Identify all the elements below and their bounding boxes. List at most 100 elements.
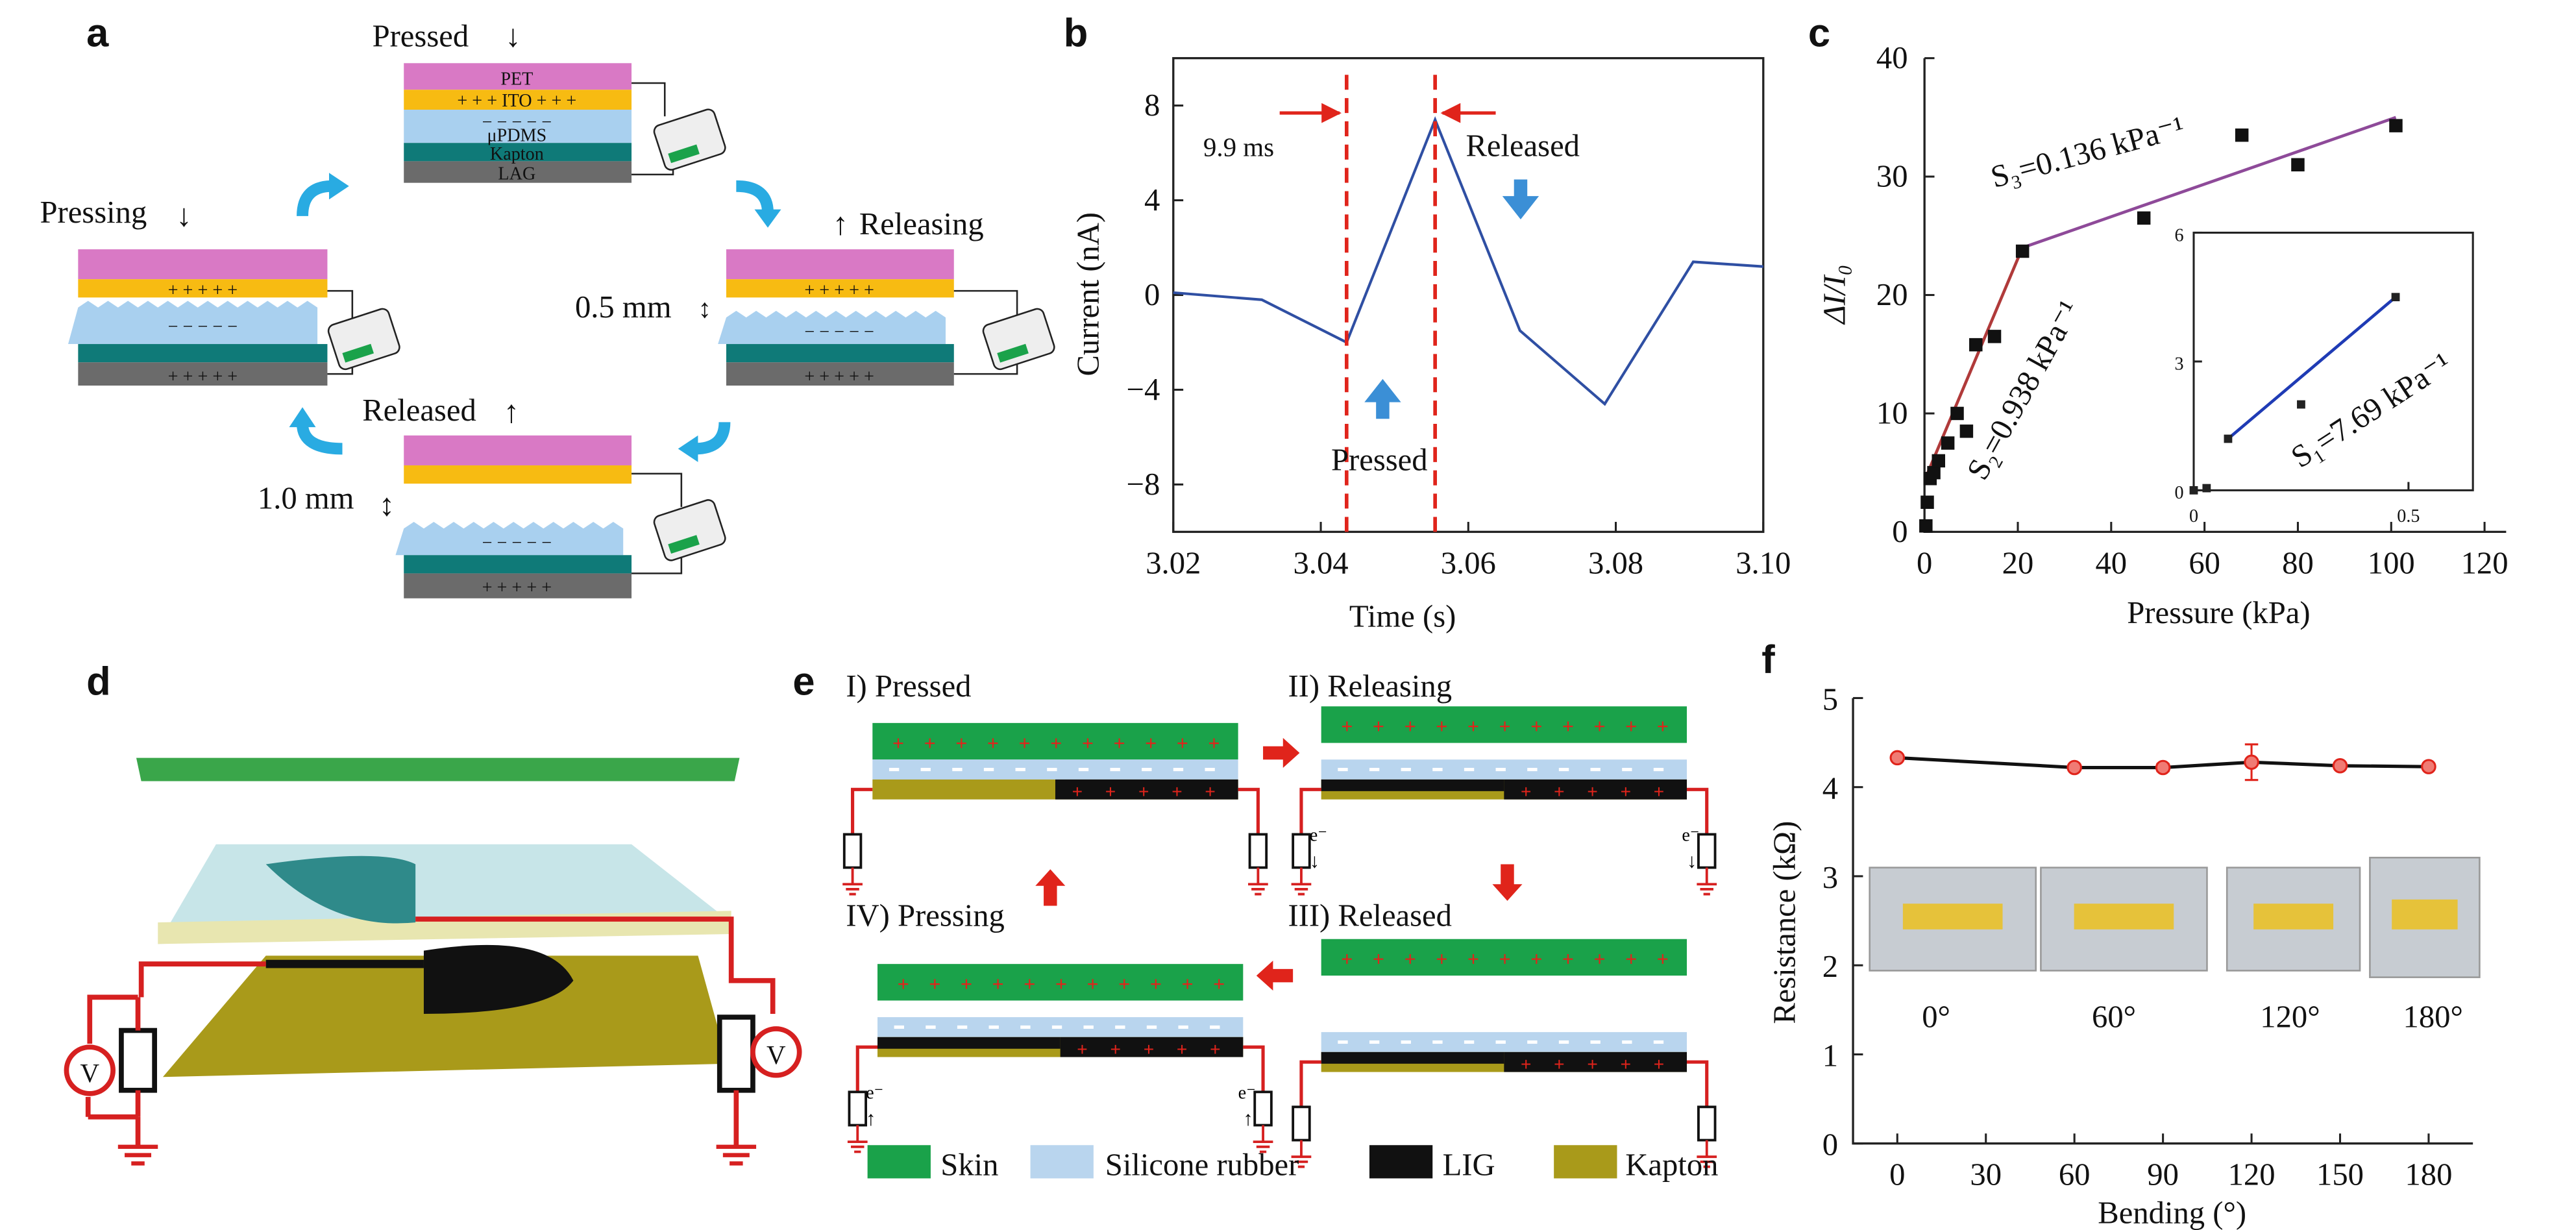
ground-icon [847,1125,868,1153]
ground-icon [1248,867,1268,896]
charge-plus: + [1562,948,1574,970]
lig-electrode [1060,1037,1244,1057]
charge-plus: + [1208,732,1220,754]
ground-icon [1253,1125,1273,1153]
gap-arrow-icon: ↕ [698,293,711,323]
panel-a: a PET + + + ITO + + + − − − − − μPDMS Ka… [40,11,1055,598]
stage-label-1: I) Pressed [846,669,971,704]
bending-angle-label: 60° [2092,999,2136,1034]
charge-plus: + [1177,1039,1187,1059]
x-tick-label: 3.08 [1588,545,1643,580]
x-tick-label: 40 [2095,545,2127,580]
charge-plus: + [1171,781,1182,802]
charge-plus: + [1138,781,1149,802]
charge-plus: + [1110,1039,1120,1059]
resistor-icon [1697,1105,1717,1142]
data-point [2244,754,2259,770]
charge-plus: + [1205,781,1215,802]
panel-e-label: e [792,659,815,704]
layer-label-pdms: μPDMS [487,126,546,146]
ground-icon [1291,867,1312,896]
state-label-released: Released [362,393,476,428]
wire [85,994,141,1120]
data-point [1927,465,1941,480]
resistor-icon [842,833,863,869]
cycle-arrow-icon [328,173,349,200]
device-strip [1902,904,2003,929]
x-tick-label: 3.10 [1736,545,1791,580]
bending-angle-label: 120° [2260,999,2320,1034]
wire [1299,787,1321,835]
data-point [1950,406,1964,421]
charge-plus: + [929,972,940,995]
stage-arrow-icon [1256,961,1294,991]
wire [1687,1060,1709,1107]
down-arrow-icon [1502,179,1539,219]
inset-y-tick-label: 0 [2175,483,2184,503]
resistor-icon [119,1027,157,1093]
y-tick-label: 4 [1144,182,1160,217]
arrow-down-icon: ↓ [505,19,521,54]
resistor-icon [1292,833,1311,869]
fit-label-s2: S₂=0.938 kPa⁻¹ [1960,295,2087,486]
y-tick-label: 4 [1822,771,1838,806]
arrow-up-icon: ↑ [504,394,519,429]
voltmeter-icon [64,1044,116,1096]
charge-plus: + [1213,972,1225,995]
y-axis-label: Resistance (kΩ) [1767,821,1802,1024]
resistor-icon [717,1015,755,1093]
inset-data-point [2391,293,2400,302]
state-label-pressing: Pressing [40,195,147,230]
electron-label: e⁻ [866,1083,883,1103]
charge-plus: + [1594,715,1606,737]
legend-swatch-kapton [1554,1145,1617,1179]
charge-plus: + [1182,972,1194,995]
x-axis-label: Time (s) [1349,598,1456,633]
x-tick-label: 80 [2282,545,2314,580]
layer-label-kapton: Kapton [490,144,544,164]
charge-plus: + [1654,1054,1664,1074]
stage-stack: ++++++++++++++++e⁻↓e⁻↓ [1291,706,1717,896]
cycle-arrow-icon [297,180,333,217]
stack-releasing: + + + + + − − − − − + + + + + [718,249,954,387]
layer-label-pet: PET [500,69,533,90]
y-tick-label: 20 [1876,277,1908,312]
inset-y-tick-label: 6 [2175,225,2184,245]
inset-x-tick-label: 0.5 [2397,506,2420,526]
charge-plus: + [1405,715,1416,737]
electron-label: e⁻ [1682,826,1699,846]
charge-plus: + [898,972,909,995]
skin-layer [877,964,1244,1001]
resistor-icon [1248,833,1268,869]
panel-e: e I) Pressed II) Releasing III) Released… [792,659,1718,1182]
charge-plus: + [1405,948,1416,970]
panel-f-label: f [1761,637,1775,682]
y-tick-label: 0 [1892,514,1907,549]
data-point [1932,454,1945,468]
wire [1238,787,1260,835]
stage-arrow-icon [1263,737,1300,768]
charge-plus: + [961,972,972,995]
data-point [1941,436,1955,450]
x-axis-label: Bending (°) [2098,1196,2246,1230]
layer-label-ito: + + + ITO + + + [457,91,576,111]
x-tick-label: 20 [2002,545,2034,580]
charge-plus: + [1150,972,1162,995]
charge-plus: + [1499,715,1511,737]
minus-row: − − − − − [482,533,552,553]
lig-electrode [1321,1052,1504,1064]
inset-data-point [2224,434,2233,443]
y-tick-label: 1 [1822,1038,1838,1073]
cycle-arrow-icon [754,209,781,228]
ground-icon [117,1144,158,1166]
charge-plus: + [1436,715,1447,737]
x-tick-label: 30 [1970,1157,2002,1192]
plus-row: + + + + + [804,280,874,301]
stage-stack: ++++++++++++++++e⁻↑e⁻↑ [847,964,1273,1153]
cycle-arrow-icon [735,180,774,214]
voltmeter-icon [750,1026,802,1078]
x-tick-label: 150 [2316,1157,2364,1192]
duration-annotation: 9.9 ms [1203,132,1274,162]
y-tick-label: 3 [1822,860,1838,895]
